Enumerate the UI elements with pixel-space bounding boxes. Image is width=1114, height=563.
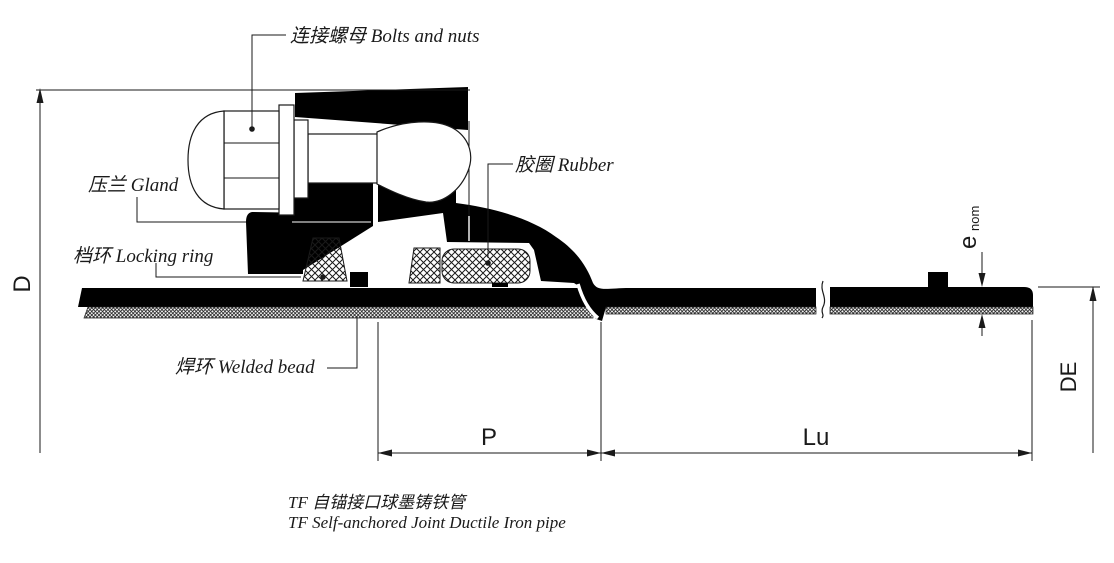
label-bolts-and-nuts: 连接螺母 Bolts and nuts — [290, 26, 479, 47]
pipe-lining-right — [829, 306, 1034, 315]
caption-english: TF Self-anchored Joint Ductile Iron pipe — [288, 513, 566, 532]
callouts — [136, 34, 513, 369]
rubber-lip-tab — [492, 283, 508, 287]
bolt-shank — [307, 133, 381, 184]
dim-e-arrow-down — [978, 273, 986, 287]
dim-d-arrow-up — [36, 88, 44, 103]
dim-label-d: D — [9, 275, 36, 292]
pipe-lining-mid — [605, 306, 817, 315]
welded-bead-leader — [327, 316, 358, 369]
label-gland: 压兰 Gland — [88, 175, 179, 196]
caption-chinese: TF 自锚接口球墨铸铁管 — [288, 493, 468, 512]
bolt-assembly — [187, 104, 472, 216]
washer — [278, 104, 295, 216]
dim-p-arrow-left — [378, 449, 392, 457]
label-rubber: 胶圈 Rubber — [515, 154, 614, 176]
rubber-dot — [485, 260, 491, 266]
dim-label-de: DE — [1056, 362, 1081, 393]
dim-e-arrow-up — [978, 314, 986, 328]
dim-label-e-nom: nom — [967, 206, 982, 231]
dim-label-e: e — [955, 236, 982, 249]
dim-lu-arrow-left — [601, 449, 615, 457]
locking-ring-hatch — [302, 237, 348, 282]
bolts-leader — [251, 34, 286, 129]
spigot-pipe-wall — [78, 288, 593, 307]
rubber-gasket-hatch — [408, 247, 441, 284]
t-bolt-head — [376, 121, 472, 203]
gland-shape — [246, 212, 373, 274]
break-symbol — [821, 280, 826, 319]
dim-p-arrow-right — [587, 449, 601, 457]
locking-ring-leader — [155, 263, 301, 278]
dim-label-lu: Lu — [803, 424, 830, 451]
bolt-collar — [293, 119, 309, 199]
pipe-lining-left — [83, 306, 594, 319]
dim-label-p: P — [481, 424, 497, 451]
rubber-leader — [487, 163, 513, 258]
welded-bead-left — [350, 272, 368, 287]
barrel-wall-right — [830, 287, 1033, 307]
label-welded-bead: 焊环 Welded bead — [175, 357, 315, 378]
welded-bead-right — [928, 272, 948, 287]
dim-lu-arrow-right — [1018, 449, 1032, 457]
gland-leader — [136, 197, 246, 223]
cap-nut-dome — [187, 110, 225, 210]
bell-crest-band — [295, 87, 468, 130]
locking-ring-dot — [320, 274, 326, 280]
socket-mouth-gap — [576, 283, 600, 320]
rubber-gasket-capsule — [441, 248, 531, 284]
dimension-lines — [36, 88, 1100, 461]
dim-de-arrow-up — [1089, 286, 1097, 301]
label-locking-ring: 档环 Locking ring — [73, 246, 213, 267]
pipe-assembly — [78, 87, 1034, 321]
